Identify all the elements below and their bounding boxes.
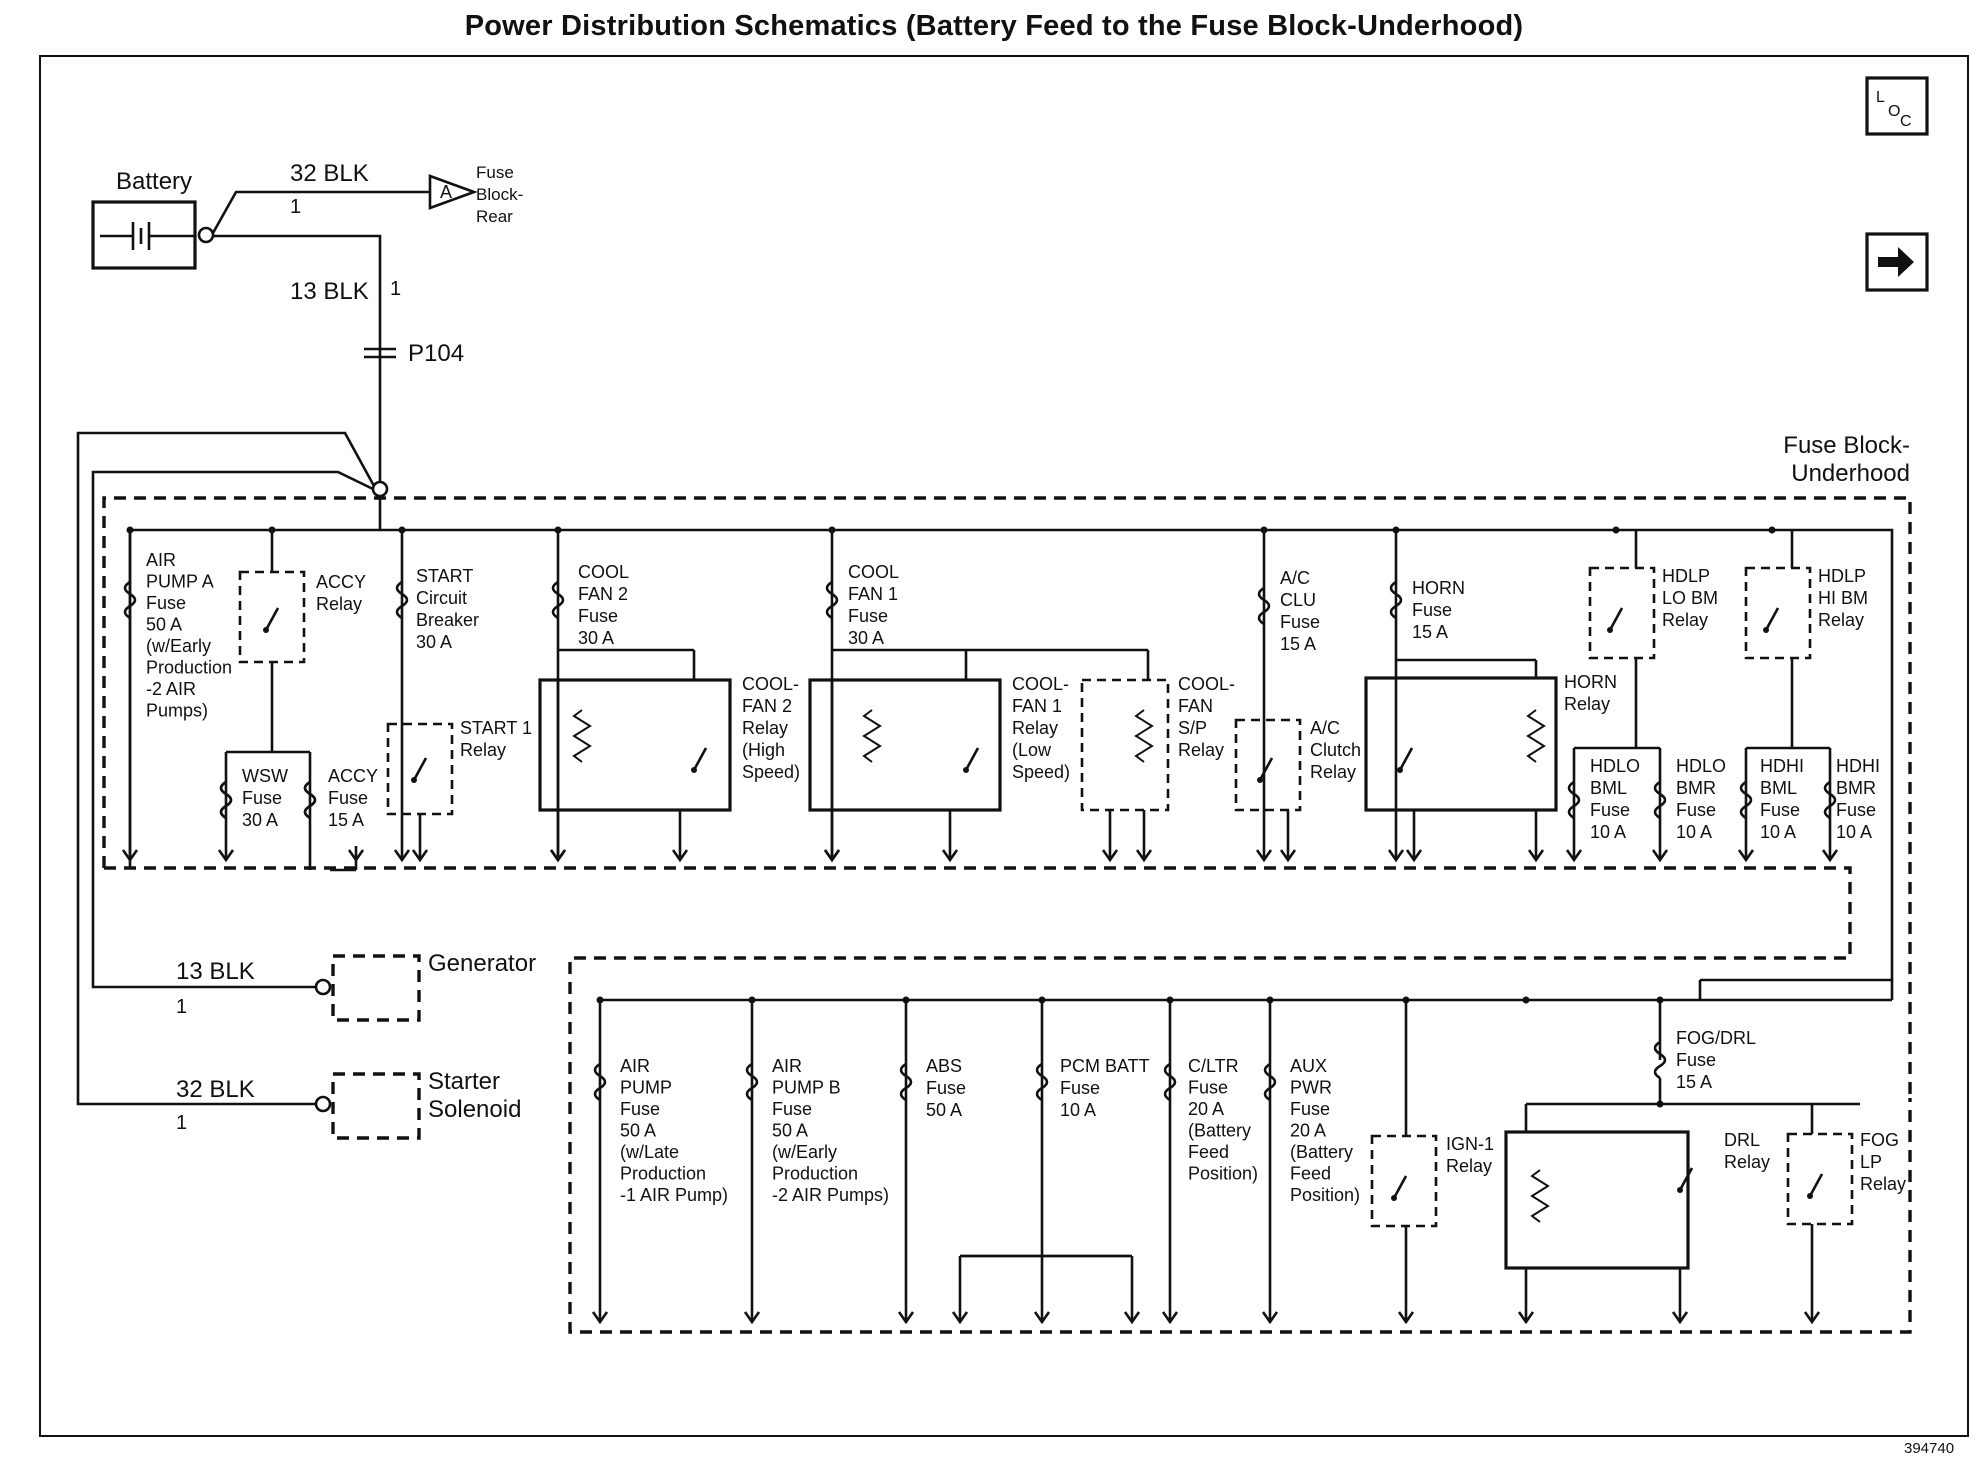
ign1-relay-box (1370, 1134, 1438, 1228)
accy-fuse-symbol (303, 780, 317, 820)
accy-relay-box (238, 570, 306, 664)
hdhi_bml-fuse-symbol (1739, 780, 1753, 820)
horn-relay-box (1364, 676, 1558, 812)
battery-label: Battery (116, 168, 193, 195)
bottom-fuse-symbol-0 (593, 1062, 607, 1102)
svg-text:O: O (1888, 103, 1900, 120)
wire-32blk-starter: 32 BLK (176, 1076, 255, 1103)
wsw-fuse-symbol (219, 780, 233, 820)
bottom-fuse-symbol-3 (1035, 1062, 1049, 1102)
drl-relay-box (1504, 1130, 1690, 1270)
fuse-block-underhood-label: Fuse Block-Underhood (1783, 432, 1910, 487)
ac_clu_fuse-fuse-symbol (1257, 586, 1271, 626)
bottom-fuse-symbol-4 (1163, 1062, 1177, 1102)
diagram-frame (39, 55, 1969, 1437)
wire-13blk-underhood: 13 BLK (290, 278, 369, 305)
svg-text:L: L (1876, 89, 1885, 106)
cool-fan-sp-relay-box (1080, 678, 1170, 812)
figure-number: 394740 (1904, 1440, 1955, 1457)
wire-13blk-generator-pin: 1 (176, 996, 188, 1018)
air_pump_a-fuse-symbol (123, 580, 137, 620)
ac-clutch-relay-box (1234, 718, 1302, 812)
svg-text:A: A (440, 182, 452, 202)
cool-fan1-relay-box (808, 678, 1002, 812)
bottom-fuse-symbol-5 (1263, 1062, 1277, 1102)
wire-13blk-generator: 13 BLK (176, 958, 255, 985)
hdlo_bmr-fuse-symbol (1653, 780, 1667, 820)
start_cb-fuse-symbol (395, 580, 409, 620)
svg-text:C: C (1900, 113, 1912, 130)
wire-32blk-rear: 32 BLK (290, 160, 369, 187)
fog-lp-relay-box (1786, 1132, 1854, 1226)
cool-fan2-relay-box (538, 678, 732, 812)
cool_fan2_fuse-fuse-symbol (551, 580, 565, 620)
page-title: Power Distribution Schematics (Battery F… (464, 10, 1524, 42)
generator-label: Generator (428, 950, 537, 977)
next-arrow-icon[interactable] (1865, 232, 1929, 292)
wire-32blk-starter-pin: 1 (176, 1112, 188, 1134)
hdlo_bml-fuse-symbol (1567, 780, 1581, 820)
loc-icon[interactable]: L O C (1865, 76, 1929, 136)
bottom-fuse-symbol-2 (899, 1062, 913, 1102)
fog-drl-fuse-symbol (1653, 1040, 1667, 1080)
bottom-fuse-symbol-1 (745, 1062, 759, 1102)
wire-32blk-rear-pin: 1 (290, 196, 302, 218)
battery-symbol (91, 200, 197, 270)
wire-13blk-underhood-pin: 1 (390, 278, 402, 300)
splice-label: P104 (408, 340, 465, 367)
hdlp-hi-relay-box (1744, 566, 1812, 660)
cool_fan1_fuse-fuse-symbol (825, 580, 839, 620)
hdlp-lo-relay-box (1588, 566, 1656, 660)
horn_fuse-fuse-symbol (1389, 580, 1403, 620)
hdhi_bmr-fuse-symbol (1823, 780, 1837, 820)
